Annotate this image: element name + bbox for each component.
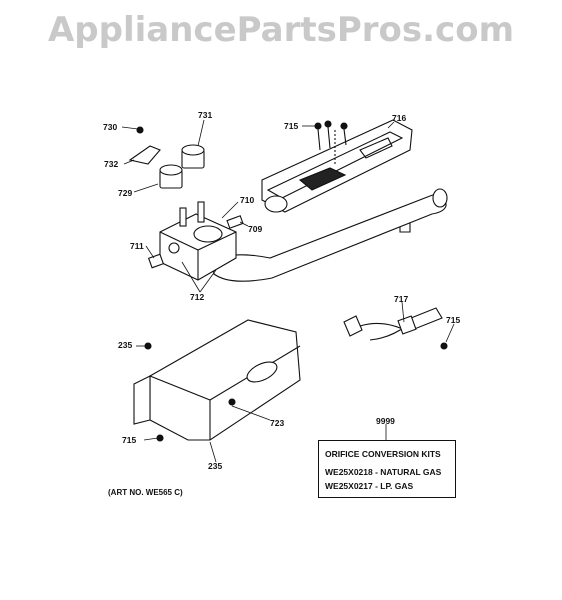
igniter-assembly (343, 307, 448, 350)
watermark: AppliancePartsPros.com (47, 10, 514, 50)
art-number: (ART NO. WE565 C) (108, 488, 183, 497)
kit-natural-gas: WE25X0218 - NATURAL GAS (325, 467, 442, 477)
callout-730: 730 (103, 122, 118, 132)
callout-723: 723 (270, 418, 285, 428)
gas-valve (147, 201, 244, 281)
kit-title: ORIFICE CONVERSION KITS (325, 449, 441, 459)
kit-lp-gas: WE25X0217 - LP. GAS (325, 481, 414, 491)
callout-732: 732 (104, 159, 119, 169)
leader-lines (121, 119, 455, 463)
orifice-kit-box: ORIFICE CONVERSION KITS WE25X0218 - NATU… (318, 440, 456, 498)
valve-coils (128, 126, 205, 189)
burner-assembly (261, 119, 413, 233)
callout-9999: 9999 (376, 416, 395, 426)
callout-717: 717 (394, 294, 409, 304)
callout-709: 709 (248, 224, 263, 234)
callout-712: 712 (190, 292, 205, 302)
callout-235-bottom: 235 (208, 461, 223, 471)
callout-235-top: 235 (118, 340, 133, 350)
callout-731: 731 (198, 110, 213, 120)
callout-716: 716 (392, 113, 407, 123)
callout-715-bracket: 715 (122, 435, 137, 445)
callout-710: 710 (240, 195, 255, 205)
gas-pipe (211, 188, 448, 282)
callout-711: 711 (130, 241, 144, 251)
mounting-bracket (133, 319, 301, 442)
callout-715-igniter: 715 (446, 315, 461, 325)
callout-715-burner: 715 (284, 121, 299, 131)
callout-729: 729 (118, 188, 133, 198)
